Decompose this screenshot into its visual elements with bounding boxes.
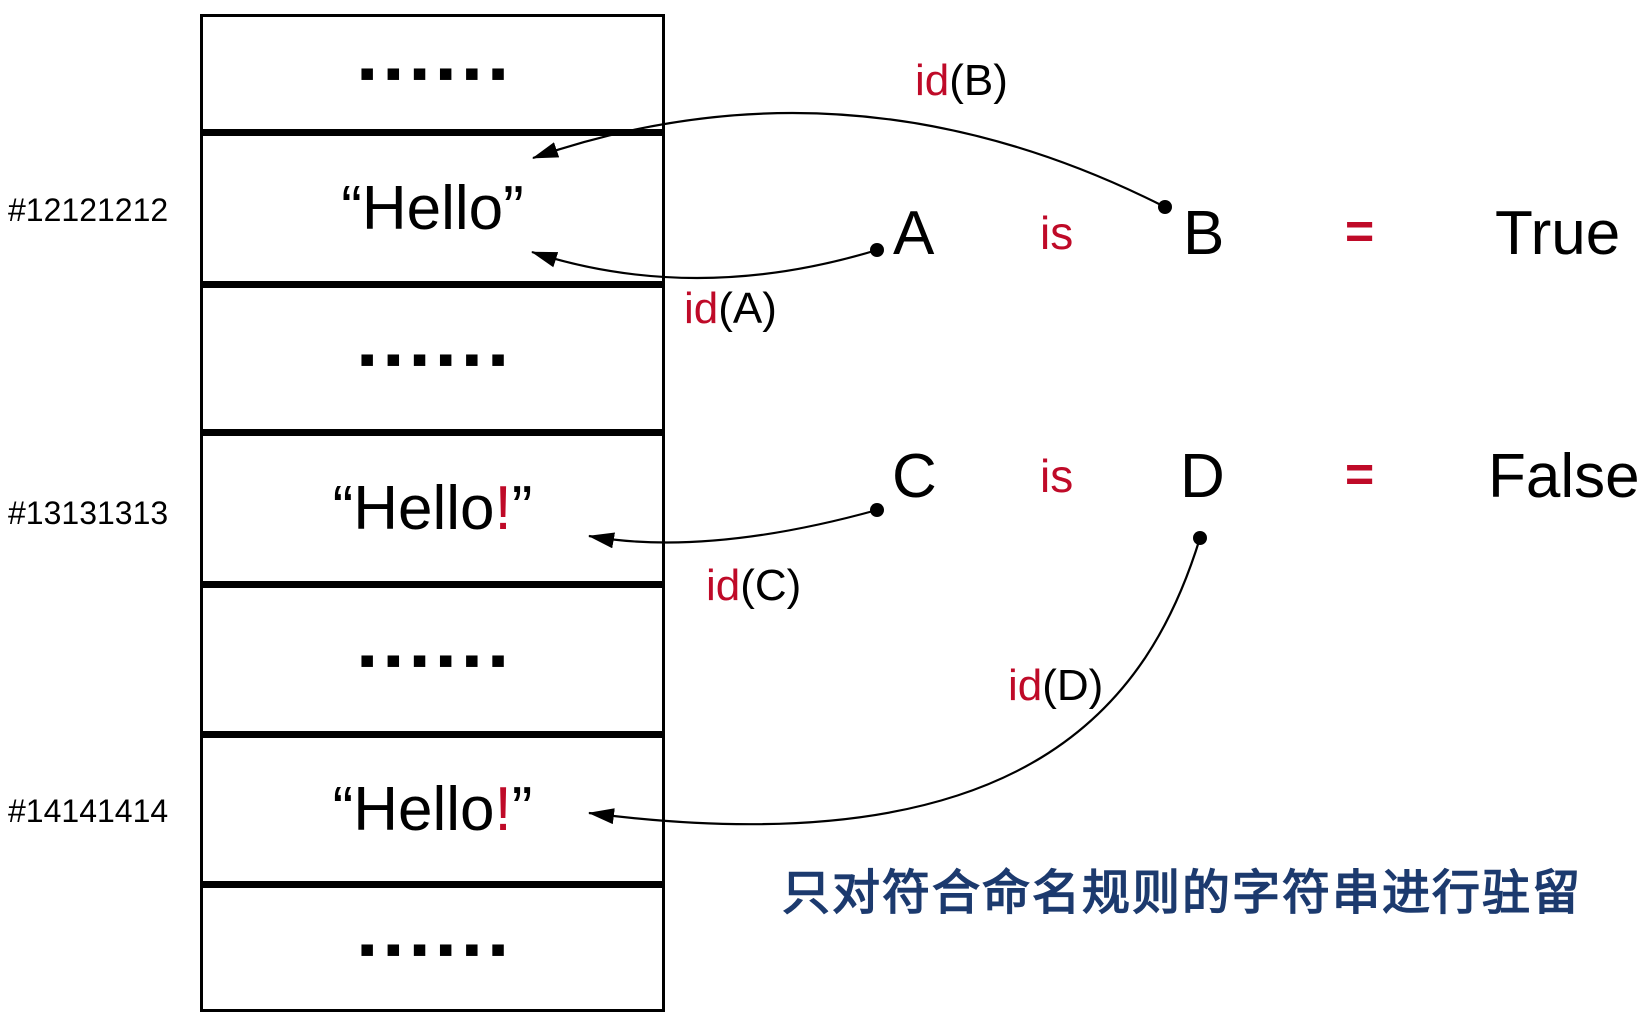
var-a: A: [893, 199, 935, 268]
var-c: C: [892, 442, 937, 511]
caption-text: 只对符合命名规则的字符串进行驻留: [781, 867, 1582, 920]
cell-divider: [203, 129, 662, 136]
is-operator-1: is: [1040, 207, 1074, 259]
var-b: B: [1183, 199, 1225, 268]
string-value: “Hello!”: [332, 775, 533, 844]
memory-table: ■■■■■■ “Hello” ■■■■■■ “Hello!” ■■■■■■ “H…: [200, 14, 665, 1012]
memory-cell-ellipsis: ■■■■■■: [203, 289, 662, 429]
cell-divider: [203, 731, 662, 738]
cell-divider: [203, 281, 662, 288]
memory-cell-ellipsis: ■■■■■■: [203, 889, 662, 1009]
equals-sign-1: =: [1345, 203, 1375, 259]
id-label-b: id(B): [915, 56, 1008, 105]
memory-cell-hello: “Hello”: [203, 137, 662, 281]
is-operator-2: is: [1040, 450, 1074, 502]
cell-divider: [203, 429, 662, 436]
ellipsis-dots: ■■■■■■: [359, 350, 518, 368]
ellipsis-dots: ■■■■■■: [359, 651, 518, 669]
string-value: “Hello!”: [332, 474, 533, 543]
ellipsis-dots: ■■■■■■: [359, 64, 518, 82]
cell-divider: [203, 881, 662, 888]
memory-cell-ellipsis: ■■■■■■: [203, 17, 662, 129]
id-label-a: id(A): [684, 284, 777, 333]
memory-cell-ellipsis: ■■■■■■: [203, 589, 662, 731]
memory-cell-hello-bang: “Hello!”: [203, 437, 662, 581]
memory-address-2: #13131313: [8, 495, 169, 531]
id-label-d: id(D): [1008, 661, 1104, 710]
var-c-dot: [870, 503, 884, 517]
ellipsis-dots: ■■■■■■: [359, 940, 518, 958]
cell-divider: [203, 581, 662, 588]
var-d: D: [1180, 442, 1225, 511]
memory-address-3: #14141414: [8, 793, 169, 829]
string-value: “Hello”: [341, 174, 524, 243]
equals-sign-2: =: [1345, 446, 1375, 502]
id-label-c: id(C): [706, 561, 802, 610]
memory-cell-hello-bang-2: “Hello!”: [203, 739, 662, 881]
result-false: False: [1488, 442, 1640, 511]
var-a-dot: [870, 243, 884, 257]
pointer-arrow-d: [588, 537, 1202, 826]
memory-address-1: #12121212: [8, 192, 169, 228]
result-true: True: [1495, 199, 1621, 268]
var-b-dot: [1158, 200, 1172, 214]
var-d-dot: [1193, 531, 1207, 545]
